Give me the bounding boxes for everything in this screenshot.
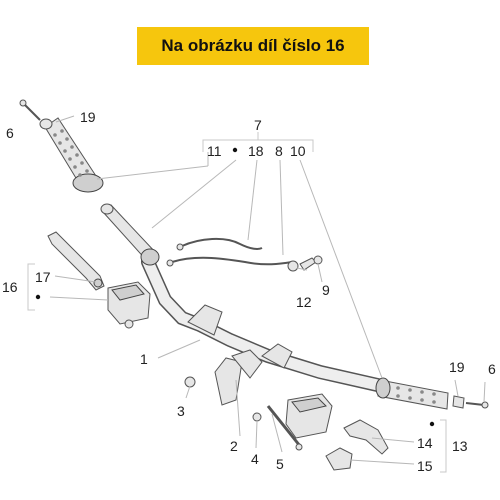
callout-18: 18: [248, 143, 264, 159]
left-master-cylinder: [107, 281, 151, 329]
leader-lines: [49, 115, 486, 465]
callout-6-right: 6: [488, 361, 496, 377]
callout-12: 12: [296, 294, 312, 310]
callout-19-left: 19: [80, 109, 96, 125]
callout-19-right: 19: [449, 359, 465, 375]
callout-3: 3: [177, 403, 185, 419]
title-banner: Na obrázku díl číslo 16: [137, 27, 369, 65]
callout-17: 17: [35, 269, 51, 285]
callout-5: 5: [276, 456, 284, 472]
callout-15: 15: [417, 458, 433, 474]
callout-1: 1: [140, 351, 148, 367]
handlebar-tube: [141, 255, 389, 393]
right-clamp: [325, 447, 353, 471]
throttle-sleeve: [100, 203, 160, 266]
callout-brackets: [27, 132, 447, 473]
left-end-screw: [19, 99, 41, 121]
title-banner-text: Na obrázku díl číslo 16: [161, 36, 345, 55]
dot-marker-14: [429, 421, 435, 427]
callout-8: 8: [275, 143, 283, 159]
callout-2: 2: [230, 438, 238, 454]
callout-7: 7: [254, 117, 262, 133]
left-grip: [39, 117, 104, 193]
callout-4: 4: [251, 451, 259, 467]
callout-9: 9: [322, 282, 330, 298]
dot-marker-17: [35, 294, 41, 300]
cable-adjuster: [287, 255, 323, 272]
callout-13: 13: [452, 438, 468, 454]
callout-16: 16: [2, 279, 18, 295]
callout-11: 11: [207, 143, 222, 159]
cables: [166, 238, 293, 267]
right-grip: [375, 377, 489, 410]
left-brake-lever: [47, 231, 105, 291]
dot-marker-11: [232, 147, 238, 153]
callout-14: 14: [417, 435, 433, 451]
callout-10: 10: [290, 143, 306, 159]
callout-6-left: 6: [6, 125, 14, 141]
right-brake-lever: [343, 419, 389, 455]
right-master-cylinder: [285, 393, 333, 439]
